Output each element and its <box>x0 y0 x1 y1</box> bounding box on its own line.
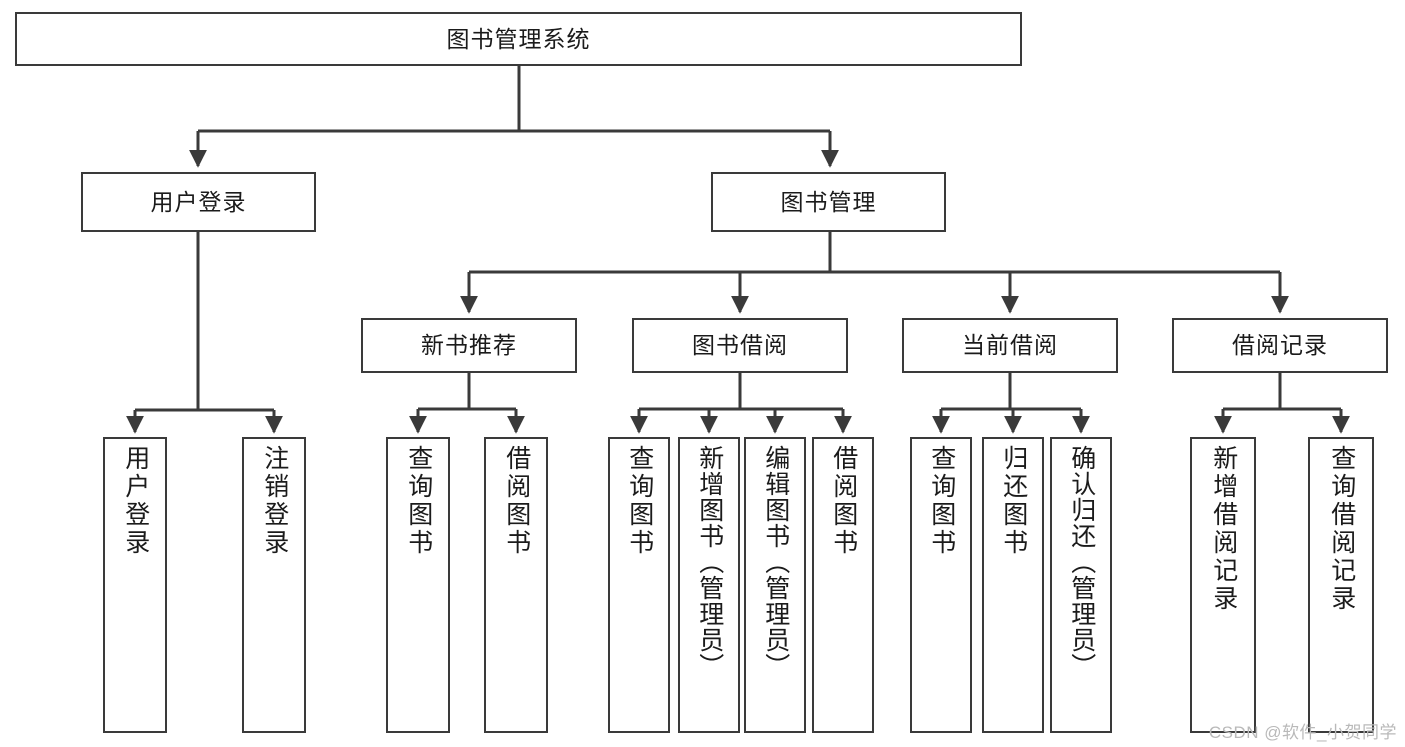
node-leaf-6[interactable]: 编辑图书（管理员） <box>744 437 806 733</box>
node-leaf-3[interactable]: 借阅图书 <box>484 437 548 733</box>
node-label: 当前借阅 <box>962 332 1058 359</box>
node-label: 查询借阅记录 <box>1327 445 1356 613</box>
node-label: 图书管理系统 <box>446 25 591 52</box>
node-leaf-1[interactable]: 注销登录 <box>242 437 306 733</box>
node-level3-1[interactable]: 图书借阅 <box>632 318 848 373</box>
node-leaf-12[interactable]: 查询借阅记录 <box>1308 437 1374 733</box>
node-level3-2[interactable]: 当前借阅 <box>902 318 1118 373</box>
node-label: 新增图书（管理员） <box>695 445 724 679</box>
node-label: 借阅记录 <box>1232 332 1328 359</box>
node-label: 查询图书 <box>625 445 654 557</box>
node-leaf-8[interactable]: 查询图书 <box>910 437 972 733</box>
node-label: 编辑图书（管理员） <box>761 445 790 679</box>
node-leaf-0[interactable]: 用户登录 <box>103 437 167 733</box>
node-leaf-5[interactable]: 新增图书（管理员） <box>678 437 740 733</box>
node-label: 图书管理 <box>780 188 877 215</box>
node-leaf-2[interactable]: 查询图书 <box>386 437 450 733</box>
csdn-watermark: CSDN @软件_小贺同学 <box>1208 723 1397 742</box>
node-label: 新书推荐 <box>421 332 517 359</box>
node-label: 归还图书 <box>999 445 1028 557</box>
node-label: 借阅图书 <box>502 445 531 557</box>
node-label: 查询图书 <box>404 445 433 557</box>
node-root-图书管理系统[interactable]: 图书管理系统 <box>15 12 1022 66</box>
node-label: 用户登录 <box>121 445 150 557</box>
node-label: 新增借阅记录 <box>1209 445 1238 613</box>
node-level2-0[interactable]: 用户登录 <box>81 172 316 232</box>
node-label: 查询图书 <box>927 445 956 557</box>
node-label: 确认归还（管理员） <box>1067 445 1096 679</box>
node-level3-0[interactable]: 新书推荐 <box>361 318 577 373</box>
node-leaf-11[interactable]: 新增借阅记录 <box>1190 437 1256 733</box>
node-level2-1[interactable]: 图书管理 <box>711 172 946 232</box>
node-label: 用户登录 <box>150 188 247 215</box>
node-label: 注销登录 <box>260 445 289 557</box>
node-leaf-10[interactable]: 确认归还（管理员） <box>1050 437 1112 733</box>
node-level3-3[interactable]: 借阅记录 <box>1172 318 1388 373</box>
node-leaf-7[interactable]: 借阅图书 <box>812 437 874 733</box>
node-label: 图书借阅 <box>692 332 788 359</box>
node-leaf-4[interactable]: 查询图书 <box>608 437 670 733</box>
node-leaf-9[interactable]: 归还图书 <box>982 437 1044 733</box>
node-label: 借阅图书 <box>829 445 858 557</box>
